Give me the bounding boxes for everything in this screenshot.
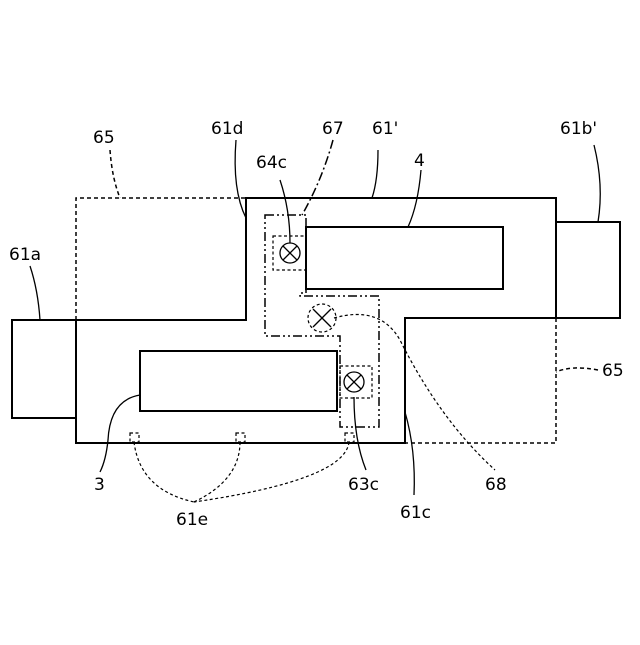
label-63c: 63c <box>348 475 379 495</box>
leader-61e-1 <box>134 442 194 502</box>
component-4 <box>306 227 503 289</box>
sensor-68-icon <box>308 304 336 332</box>
pad-61e-1 <box>130 433 139 442</box>
block-61a <box>12 320 76 418</box>
label-61e: 61e <box>176 510 208 530</box>
label-65-right: 65 <box>602 361 624 381</box>
leader-61e-2 <box>194 442 240 502</box>
leader-3 <box>100 395 140 472</box>
leader-61d <box>235 140 246 218</box>
label-61d: 61d <box>211 119 243 139</box>
sensor-63c-icon <box>344 372 364 392</box>
block-61b-prime <box>556 222 620 318</box>
pad-61e-2 <box>236 433 245 442</box>
label-61c: 61c <box>400 503 431 523</box>
leader-67 <box>302 140 333 215</box>
leader-61b-prime <box>594 145 600 222</box>
leader-61-prime <box>372 150 378 198</box>
leader-61a <box>30 266 40 320</box>
leader-63c <box>354 397 366 470</box>
region-65-left-dashed <box>76 198 246 320</box>
leader-61e-3 <box>194 442 349 502</box>
box-63c <box>340 366 372 398</box>
leader-65-right <box>556 368 598 372</box>
label-61b-prime: 61b' <box>560 119 597 139</box>
leader-61c <box>405 412 414 495</box>
label-65-top: 65 <box>93 128 115 148</box>
label-4: 4 <box>414 151 425 171</box>
leader-65-top <box>110 150 120 198</box>
body-61-prime <box>76 198 556 443</box>
label-61a: 61a <box>9 245 41 265</box>
label-3: 3 <box>94 475 105 495</box>
component-3 <box>140 351 337 411</box>
region-65-right-dashed <box>405 318 556 443</box>
label-61-prime: 61' <box>372 119 398 139</box>
label-68: 68 <box>485 475 507 495</box>
leader-68 <box>334 314 495 470</box>
sensor-64c-icon <box>280 243 300 263</box>
pad-61e-3 <box>345 433 354 442</box>
label-64c: 64c <box>256 153 287 173</box>
label-67: 67 <box>322 119 344 139</box>
leader-64c <box>280 180 290 243</box>
